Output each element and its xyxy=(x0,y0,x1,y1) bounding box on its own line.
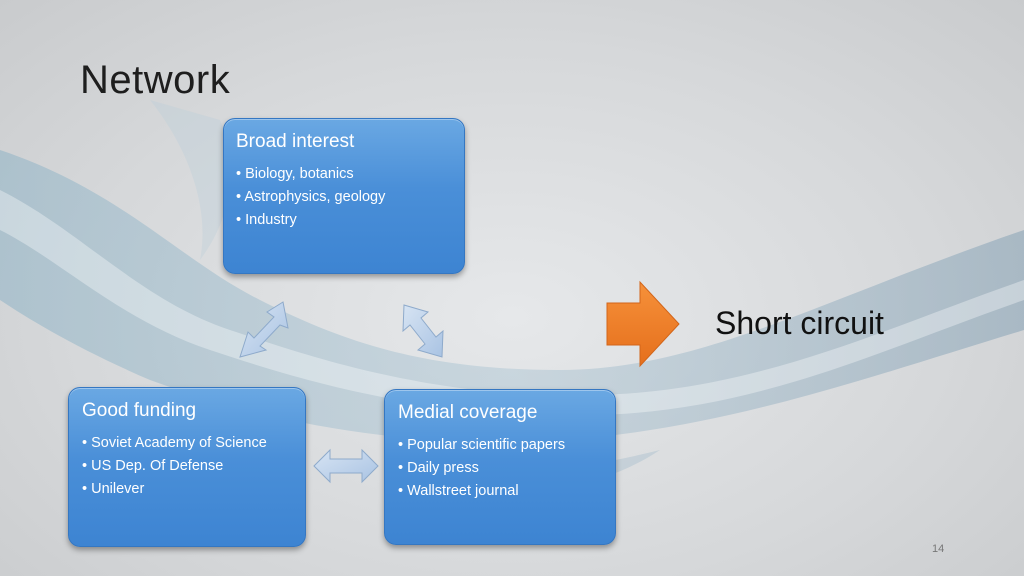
list-item: Daily press xyxy=(398,457,602,480)
node-heading: Medial coverage xyxy=(398,402,538,423)
list-item: Soviet Academy of Science xyxy=(82,432,292,455)
node-broad-interest: Broad interest Biology, botanics Astroph… xyxy=(223,118,465,274)
node-heading: Good funding xyxy=(82,400,197,421)
double-arrow-funding-media xyxy=(313,448,379,484)
short-circuit-arrow xyxy=(606,280,680,368)
list-item: Wallstreet journal xyxy=(398,480,602,503)
list-item: Biology, botanics xyxy=(236,163,452,186)
double-arrow-broad-media xyxy=(402,304,444,358)
node-heading: Broad interest xyxy=(236,131,355,152)
list-item: US Dep. Of Defense xyxy=(82,455,292,478)
node-item-list: Biology, botanics Astrophysics, geology … xyxy=(236,163,452,232)
slide-title: Network xyxy=(80,58,231,102)
page-number: 14 xyxy=(932,543,945,555)
double-arrow-broad-funding xyxy=(239,301,289,358)
list-item: Industry xyxy=(236,209,452,232)
list-item: Unilever xyxy=(82,478,292,501)
node-medial-coverage: Medial coverage Popular scientific paper… xyxy=(384,389,616,545)
node-good-funding: Good funding Soviet Academy of Science U… xyxy=(68,387,306,547)
node-item-list: Popular scientific papers Daily press Wa… xyxy=(398,434,602,503)
list-item: Popular scientific papers xyxy=(398,434,602,457)
short-circuit-label: Short circuit xyxy=(715,305,884,341)
node-item-list: Soviet Academy of Science US Dep. Of Def… xyxy=(82,432,292,501)
list-item: Astrophysics, geology xyxy=(236,186,452,209)
